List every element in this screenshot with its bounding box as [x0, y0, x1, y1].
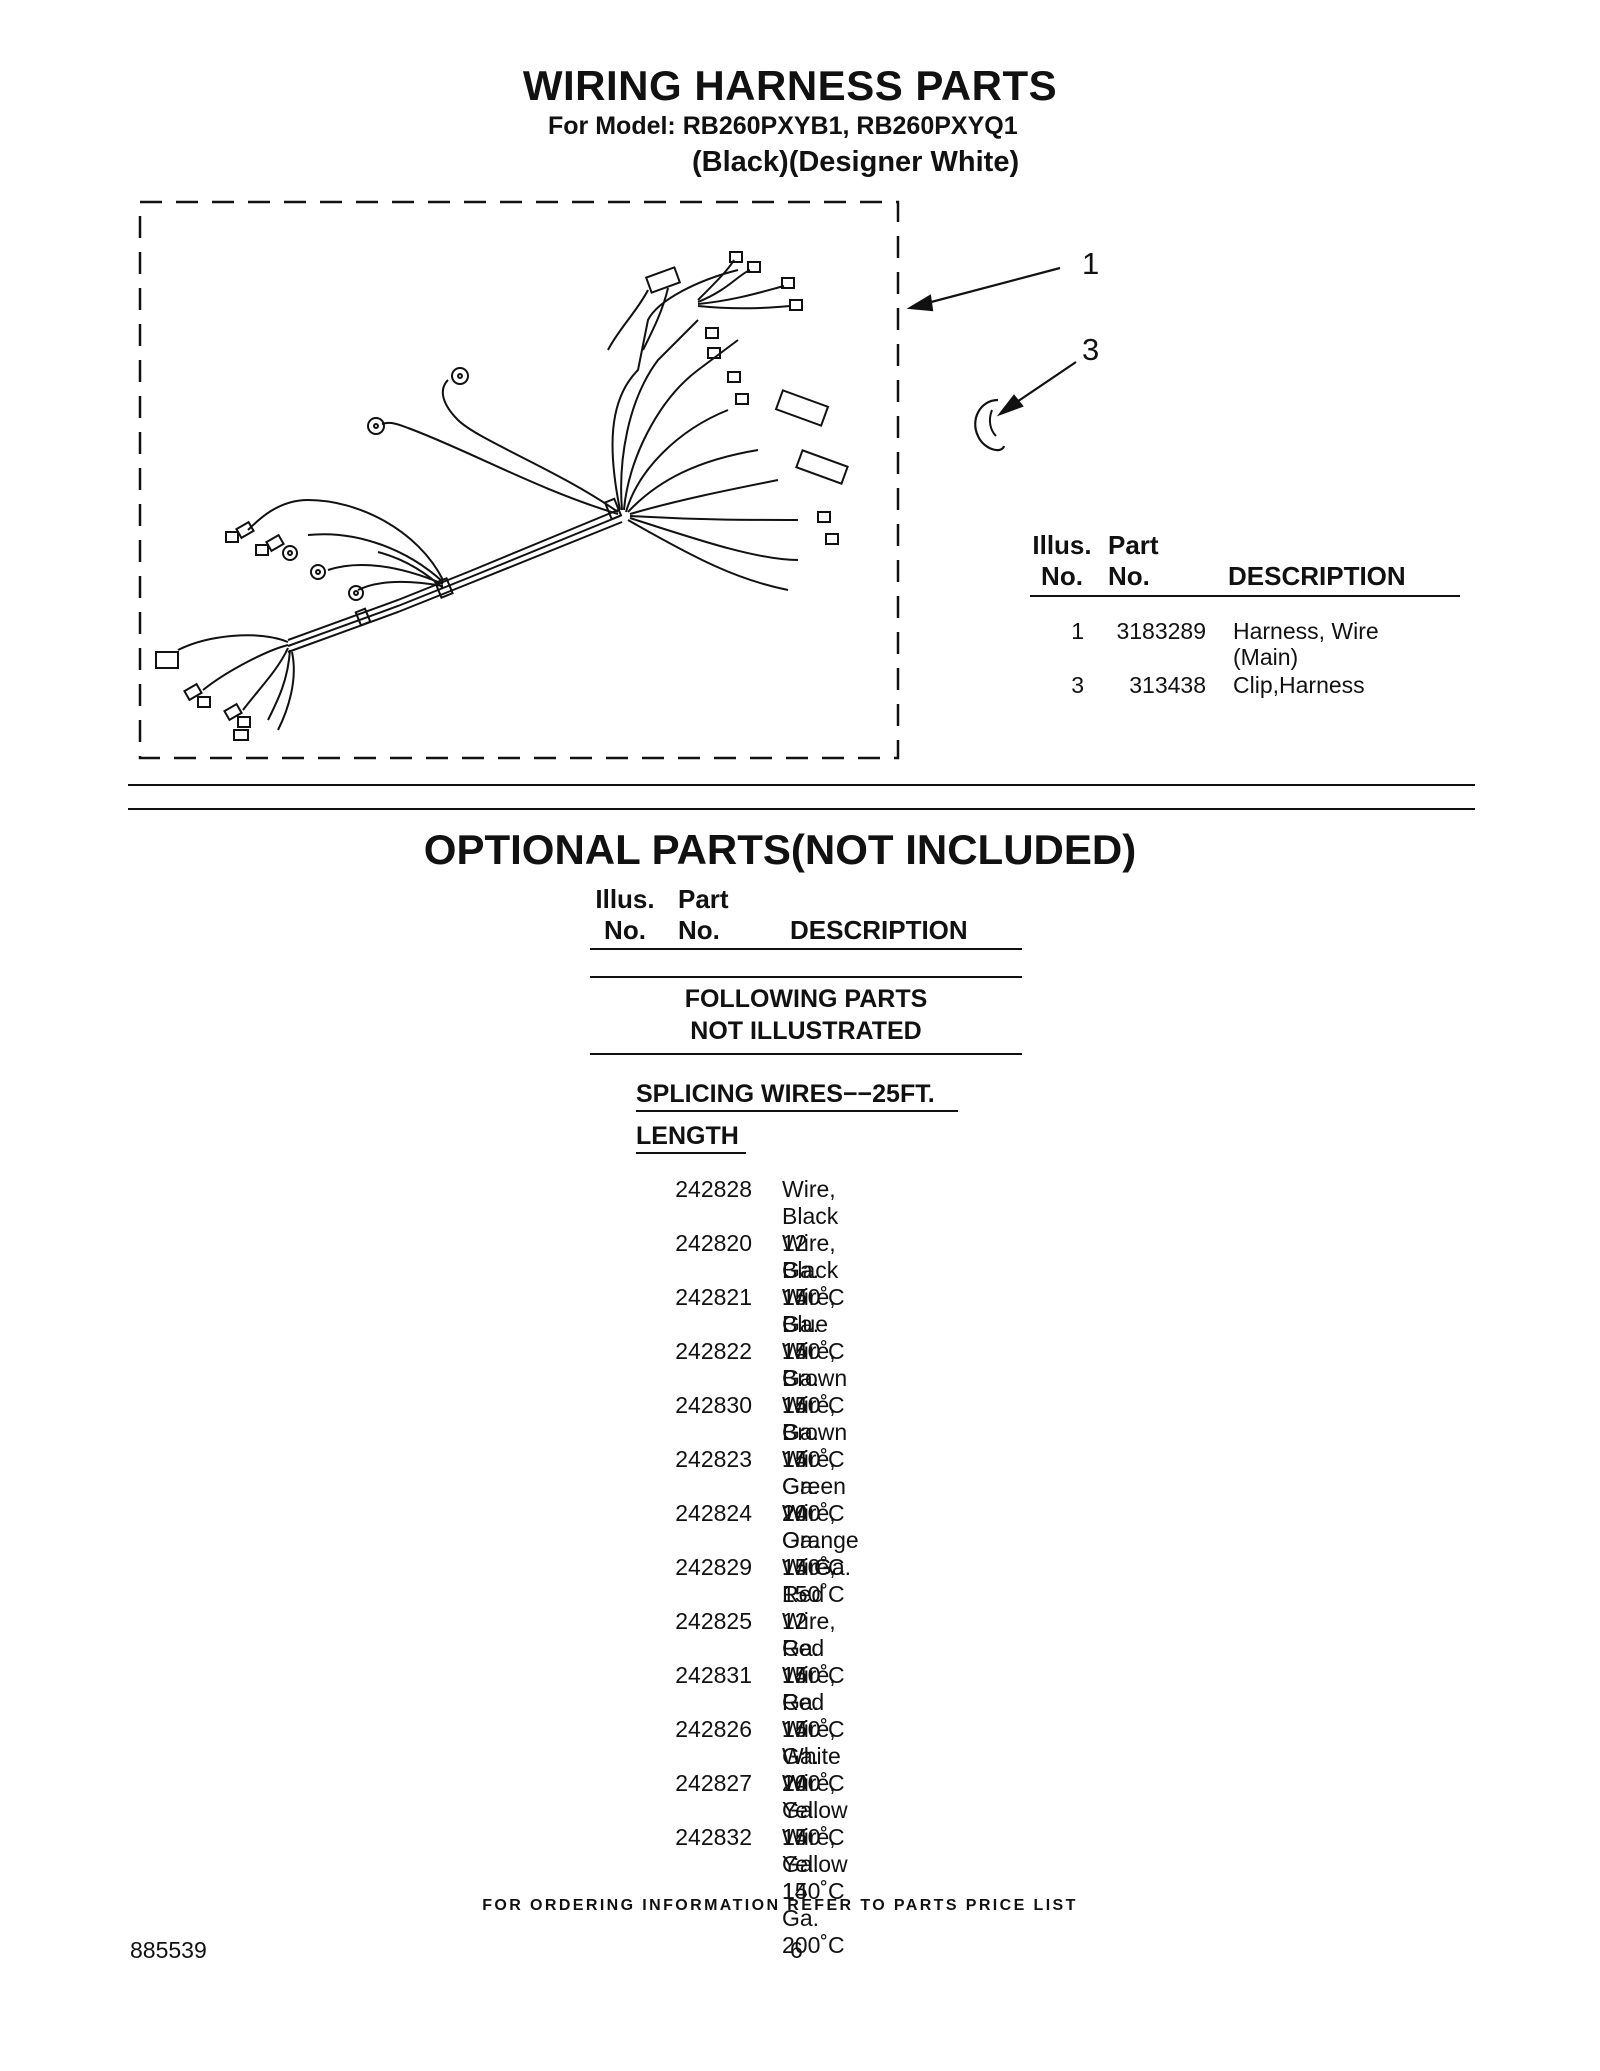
- document-number: 885539: [130, 1937, 207, 1963]
- table-row-1-desc: Harness, Wire (Main): [1233, 618, 1379, 670]
- optional-header-rule: [590, 948, 1022, 950]
- splicing-underline-1: [636, 1110, 958, 1112]
- callout-leaders: [906, 266, 1077, 452]
- harness-clip-icon: [974, 398, 1006, 452]
- illustration-border: [138, 200, 900, 760]
- notice-rule-bottom: [590, 1053, 1022, 1055]
- leader-line-3: [1007, 361, 1077, 409]
- harness-clip-inner: [988, 409, 997, 437]
- section-separator-top: [128, 784, 1475, 786]
- page-title: WIRING HARNESS PARTS: [522, 62, 1058, 109]
- wiring-harness-illustration: [138, 200, 900, 760]
- optional-header-part: Part No.: [678, 884, 729, 945]
- table-header-part: Part No.: [1108, 530, 1159, 591]
- optional-header-description: DESCRIPTION: [790, 915, 968, 945]
- splicing-length-heading: LENGTH: [636, 1122, 739, 1150]
- splicing-wires-heading: SPLICING WIRES−−25FT.: [636, 1080, 935, 1108]
- table-header-rule: [1030, 595, 1460, 597]
- callout-3: 3: [1082, 332, 1100, 367]
- page-number: 6: [790, 1937, 803, 1963]
- harness-drawing: [155, 251, 849, 741]
- splicing-underline-2: [636, 1152, 746, 1154]
- model-line: For Model: RB260PXYB1, RB260PXYQ1: [548, 112, 1018, 140]
- table-row-1-illus: 1: [1071, 618, 1084, 644]
- leader-arrow-1: [906, 294, 934, 312]
- callout-1: 1: [1082, 246, 1100, 281]
- table-header-description: DESCRIPTION: [1228, 561, 1406, 591]
- table-row-2-part: 313438: [1129, 672, 1206, 698]
- optional-parts-title: OPTIONAL PARTS(NOT INCLUDED): [423, 826, 1137, 873]
- leader-arrow-3: [996, 394, 1024, 417]
- table-row-2-illus: 3: [1071, 672, 1084, 698]
- notice-rule-top: [590, 976, 1022, 978]
- not-illustrated-notice: FOLLOWING PARTS NOT ILLUSTRATED: [684, 985, 928, 1045]
- ordering-note: FOR ORDERING INFORMATION REFER TO PARTS …: [482, 1897, 1078, 1914]
- optional-header-illus: Illus. No.: [595, 884, 655, 945]
- table-row-1-part: 3183289: [1116, 618, 1206, 644]
- model-colors: (Black)(Designer White): [692, 146, 1020, 178]
- table-row-2-desc: Clip,Harness: [1233, 672, 1365, 698]
- table-header-illus: Illus. No.: [1032, 530, 1092, 591]
- leader-line-1: [915, 266, 1061, 308]
- section-separator-bottom: [128, 808, 1475, 810]
